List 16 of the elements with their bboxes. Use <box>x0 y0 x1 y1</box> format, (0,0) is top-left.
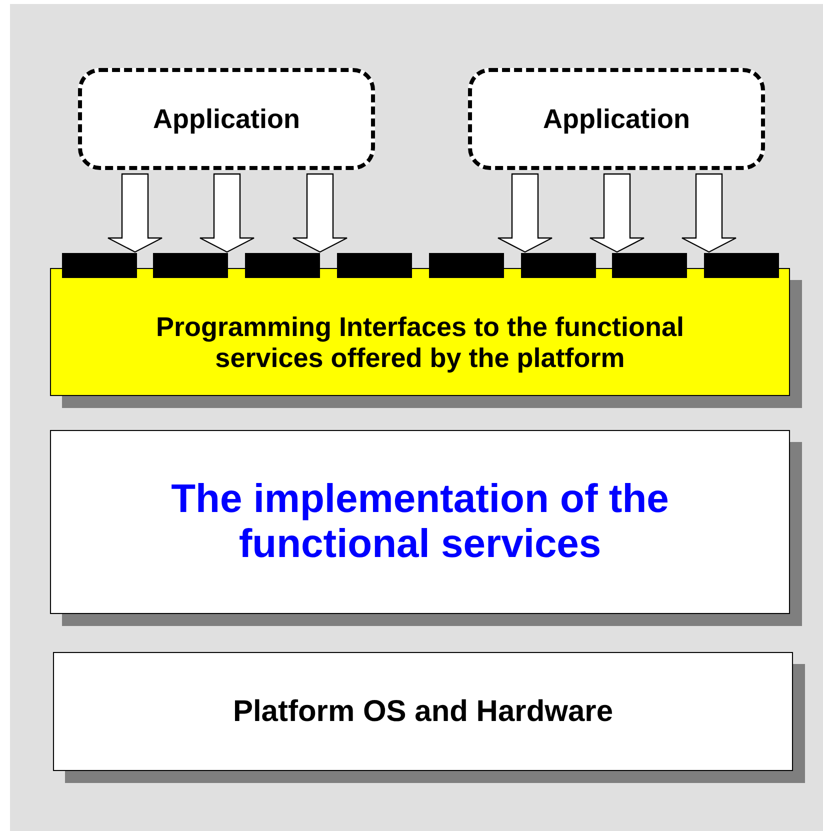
interface-tab <box>612 253 687 278</box>
block-arrow <box>681 173 737 253</box>
interface-tab <box>337 253 412 278</box>
interface-tab <box>153 253 228 278</box>
block-arrow <box>292 173 348 253</box>
block-arrow <box>107 173 163 253</box>
application-box: Application <box>78 68 375 170</box>
interface-tab <box>62 253 137 278</box>
interface-tab <box>704 253 779 278</box>
interface-tab <box>245 253 320 278</box>
interface-tab <box>521 253 596 278</box>
block-arrow <box>199 173 255 253</box>
block-arrow <box>589 173 645 253</box>
interface-tab <box>429 253 504 278</box>
application-box: Application <box>468 68 765 170</box>
block-arrow <box>497 173 553 253</box>
